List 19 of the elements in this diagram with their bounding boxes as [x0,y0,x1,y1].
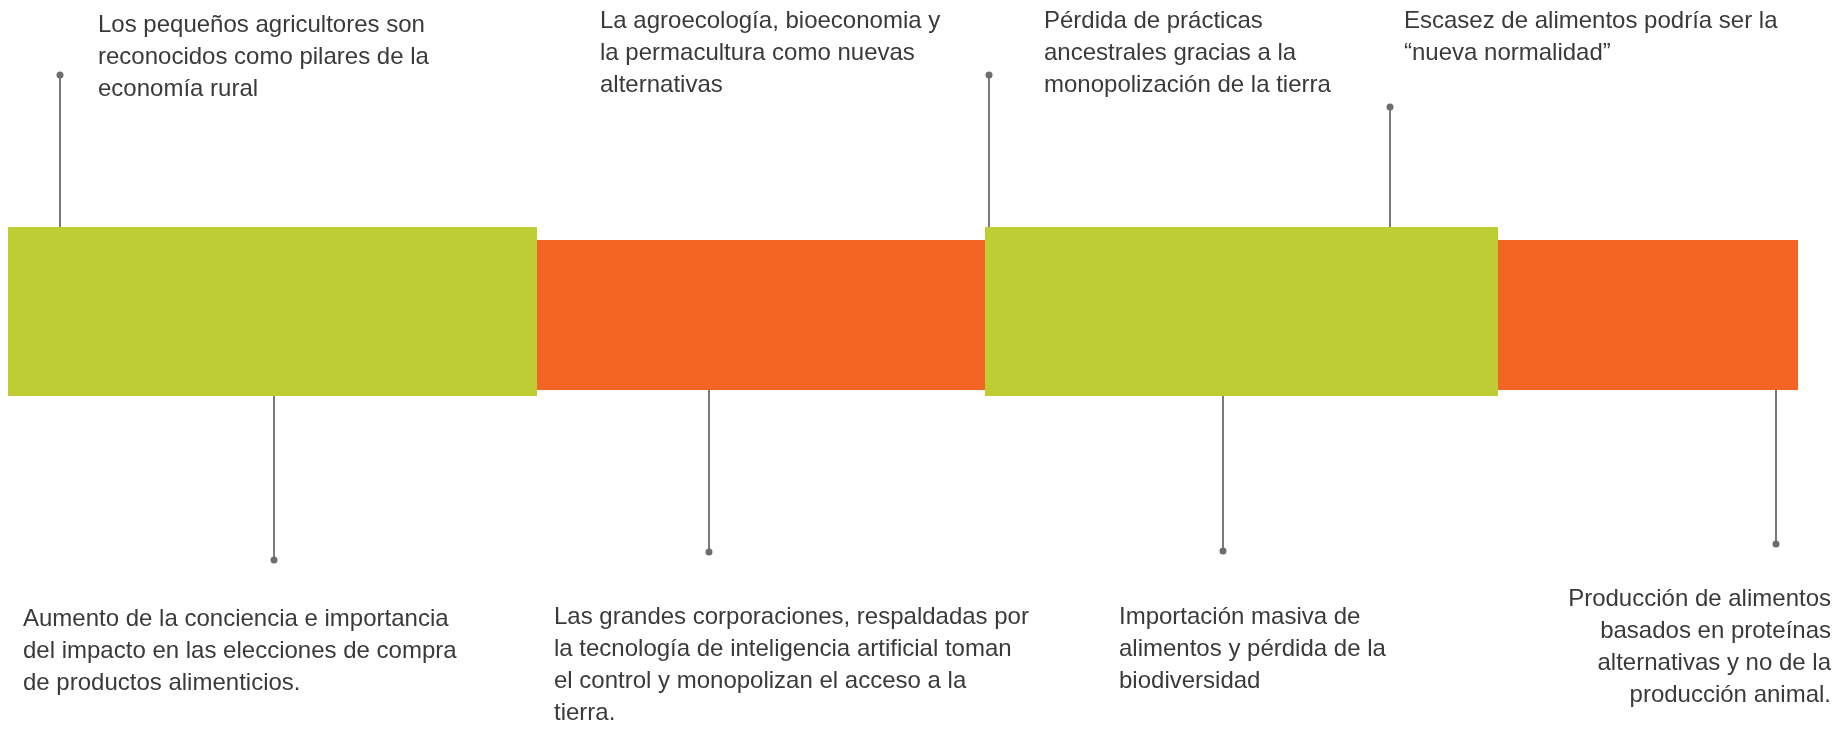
timeline-bar [985,227,1498,396]
leader-line [1386,103,1394,228]
leader-line [56,71,64,228]
milestone-text: Escasez de alimentos podría ser la “nueva normalidad” [1404,4,1824,68]
leader-line [1219,395,1227,555]
timeline-bar [1498,240,1798,390]
leader-line [270,395,278,564]
milestone-text: Aumento de la conciencia e importancia del impacto en las elecciones de compra de productos alimenticios. [23,602,468,698]
milestone-text: La agroecología, bioeconomia y la permacultura como nuevas alternativas [600,4,945,100]
timeline-bar [8,227,537,396]
milestone-text: Las grandes corporaciones, respaldadas por la tecnología de inteligencia artificial toman el control y monopolizan el acceso a la tierra. [554,600,1029,728]
leader-line [705,389,713,556]
leader-line [985,71,993,228]
timeline-bar [537,240,985,390]
milestone-text: Producción de alimentos basados en proteínas alternativas y no de la producción animal. [1510,582,1831,710]
milestone-text: Importación masiva de alimentos y pérdida de la biodiversidad [1119,600,1439,696]
leader-line [1772,389,1780,548]
milestone-text: Pérdida de prácticas ancestrales gracias a la monopolización de la tierra [1044,4,1354,100]
milestone-text: Los pequeños agricultores son reconocidos como pilares de la economía rural [98,8,493,104]
